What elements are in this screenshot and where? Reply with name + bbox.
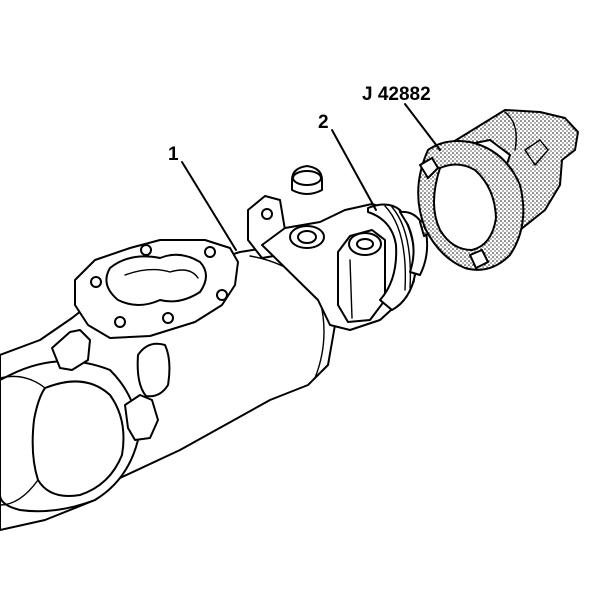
housing-bore bbox=[31, 380, 125, 497]
bolt-hole bbox=[162, 312, 174, 324]
housing-lug bbox=[136, 342, 171, 398]
bolt-hole bbox=[90, 276, 102, 288]
tool-j-42882 bbox=[417, 109, 579, 271]
bolt-hole bbox=[204, 246, 216, 258]
tool-lug bbox=[469, 249, 489, 269]
housing-ear-upper bbox=[51, 329, 91, 371]
bolt-hole bbox=[140, 244, 152, 256]
bolt-hole bbox=[216, 289, 228, 301]
dust-cap bbox=[291, 165, 323, 195]
leader-line-2 bbox=[331, 129, 377, 211]
housing-bore-inner bbox=[0, 375, 46, 389]
leader-line-tool bbox=[404, 103, 441, 151]
callout-1: 1 bbox=[168, 144, 179, 165]
callout-2: 2 bbox=[318, 112, 329, 133]
callout-tool: J 42882 bbox=[362, 84, 431, 105]
adjuster-nut bbox=[399, 210, 429, 276]
tool-ring-opening bbox=[433, 163, 497, 251]
leader-line-1 bbox=[181, 161, 237, 251]
side-cover-port bbox=[105, 253, 207, 306]
leader-lines bbox=[181, 103, 441, 251]
tool-lug bbox=[419, 157, 439, 179]
bolt-hole bbox=[114, 316, 126, 328]
valve-section bbox=[247, 195, 429, 331]
gear-housing bbox=[0, 239, 336, 531]
housing-ear-lower bbox=[124, 394, 159, 441]
tab-hole bbox=[261, 208, 273, 220]
